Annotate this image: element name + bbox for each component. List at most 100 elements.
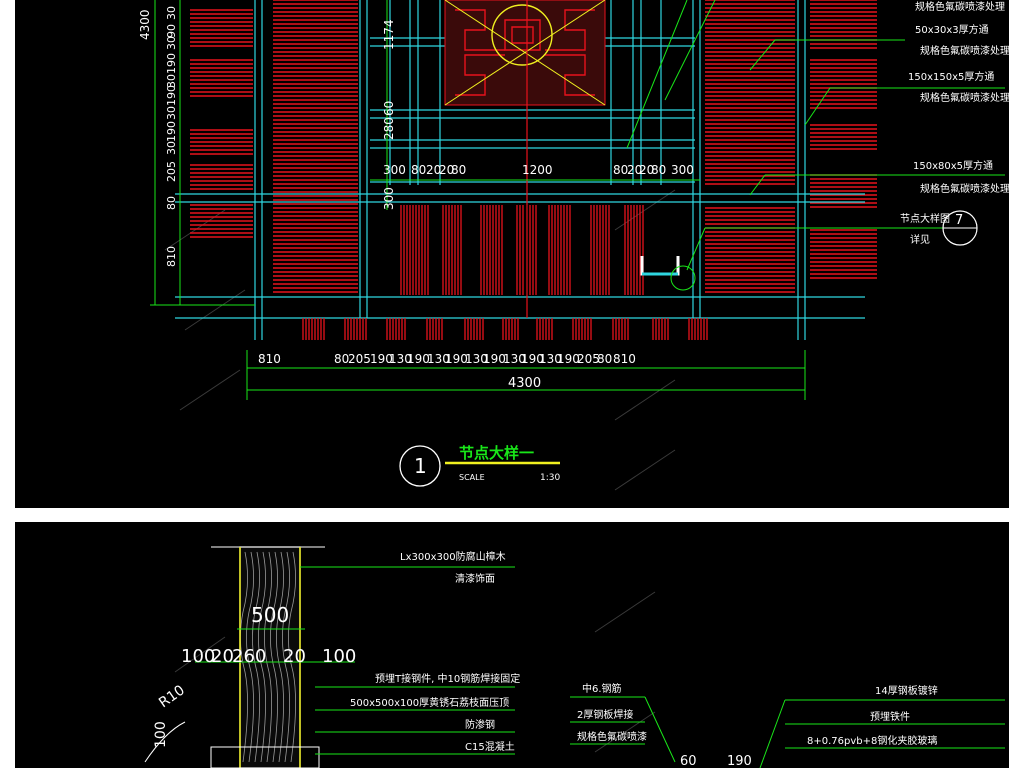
left-dim-label: 30: [165, 6, 178, 20]
dim-280: 280: [382, 117, 396, 140]
title-text: 节点大样一: [459, 444, 534, 462]
note-0: 规格色氟碳喷漆处理: [915, 0, 1005, 13]
left-dim-label: 30: [165, 74, 178, 88]
dim-100-left: 100: [181, 646, 215, 667]
s-note-5: C15混凝土: [465, 740, 515, 753]
bottom-dim-label: 130: [465, 352, 488, 366]
left-dim-label: 30: [165, 36, 178, 50]
dim-h-8: 20: [639, 163, 654, 177]
left-dim-label: 190: [165, 121, 178, 142]
callout-symbol: 7: [942, 210, 978, 246]
s-note-3: 500x500x100厚黄锈石荔枝面压顶: [350, 696, 509, 709]
leader-lines: [626, 0, 1005, 271]
bottom-dim-label: 190: [521, 352, 544, 366]
bottom-dim-label: 80: [334, 352, 349, 366]
left-dim-label: 90: [165, 24, 178, 38]
bottom-dim-label: 190: [370, 352, 393, 366]
left-total-dim: 4300: [138, 9, 152, 40]
title-number: 1: [414, 454, 427, 478]
dim-500: 500: [251, 603, 289, 627]
bottom-dimension-chain: [246, 350, 806, 400]
lattice-line: [504, 19, 541, 51]
dim-h-0: 300: [383, 163, 406, 177]
note-1: 50x30x3厚方通: [915, 23, 989, 36]
inner-dims-horizontal: 300 80 20 20 80 1200 80 20 20 80 300: [370, 163, 700, 181]
s-note-1: 清漆饰面: [455, 572, 495, 585]
note-7: 节点大样图: [900, 212, 950, 225]
lattice-line: [511, 26, 534, 44]
bottom-dim-label: 190: [407, 352, 430, 366]
lattice-line: [455, 54, 505, 96]
radius-label: R10: [156, 682, 188, 711]
s-note-2: 预埋T接钢件, 中10钢筋焊接固定: [375, 672, 520, 685]
dim-h-6: 80: [613, 163, 628, 177]
bottom-dim-label: 80: [597, 352, 612, 366]
section-notes-right: 中6.钢筋 2厚钢板焊接 规格色氟碳喷漆 60 190 14厚钢板镀锌 预埋铁件…: [570, 682, 1005, 768]
lattice-line: [545, 9, 595, 51]
dim-h-10: 300: [671, 163, 694, 177]
r-note-4: 预埋铁件: [870, 710, 910, 723]
lattice-line: [455, 9, 505, 51]
dim-300: 300: [382, 187, 396, 210]
wood-grain-line: [240, 551, 248, 763]
bottom-total-dim: 4300: [508, 376, 541, 391]
bottom-dim-label: 190: [557, 352, 580, 366]
dim-100-vert: 100: [153, 721, 169, 748]
dim-h-3: 20: [439, 163, 454, 177]
scale-label: SCALE: [459, 473, 485, 482]
bottom-dim-label: 205: [348, 352, 371, 366]
section-drawing: 500 100 20 260 20 100 R10 100 Lx300x300防…: [144, 546, 1005, 768]
dim-h-2: 20: [426, 163, 441, 177]
dim-260: 260: [232, 646, 266, 667]
frame-lines: [175, 0, 865, 340]
left-dim-label: 190: [165, 85, 178, 106]
u-bracket: [640, 256, 696, 291]
bottom-dim-label: 205: [577, 352, 600, 366]
bottom-dim-label: 130: [503, 352, 526, 366]
bottom-dim-label: 190: [483, 352, 506, 366]
r-note-5: 8+0.76pvb+8钢化夹胶玻璃: [807, 734, 937, 747]
section-dims: [195, 628, 355, 663]
wood-grain-line: [282, 551, 290, 763]
s-note-0: Lx300x300防腐山樟木: [400, 550, 506, 563]
dim-h-5: 1200: [522, 163, 553, 177]
dim-1174: 1174: [382, 19, 396, 50]
r-note-1: 2厚钢板焊接: [577, 708, 633, 721]
section-leaders: [300, 566, 515, 755]
dim-h-4: 80: [451, 163, 466, 177]
left-hatch-band: [190, 0, 358, 293]
left-dim-label: 30: [165, 106, 178, 120]
callout-number: 7: [955, 213, 963, 228]
wood-grain-line: [270, 551, 278, 763]
lattice-panel: [444, 0, 606, 106]
dim-h-1: 80: [411, 163, 426, 177]
r-note-0: 中6.钢筋: [582, 682, 622, 695]
left-dimension-chain: [150, 0, 255, 306]
wood-grain-line: [276, 551, 284, 763]
bottom-dim-label: 810: [258, 352, 281, 366]
right-notes: 规格色氟碳喷漆处理 50x30x3厚方通 规格色氟碳喷漆处理 150x150x5…: [900, 0, 1009, 246]
left-dim-label: 810: [165, 246, 178, 267]
watermark-marks: [164, 189, 676, 491]
wood-grain-line: [264, 551, 272, 763]
s-note-4: 防渗钢: [465, 718, 495, 731]
note-6: 规格色氟碳喷漆处理: [920, 182, 1009, 195]
dim-h-9: 80: [651, 163, 666, 177]
r-note-3: 14厚钢板镀锌: [875, 684, 938, 697]
wood-grain-line: [258, 551, 266, 763]
note-8: 详见: [910, 233, 930, 246]
wood-grain-line: [288, 551, 296, 763]
title-block: 1 节点大样一 SCALE 1:30: [399, 444, 560, 487]
dim-20-b: 20: [283, 646, 306, 667]
left-dim-label: 80: [165, 196, 178, 210]
inner-dims-vertical: 1174 280 60 300: [382, 0, 396, 210]
timber-column: [210, 546, 325, 768]
lattice-line: [545, 54, 595, 96]
bottom-dim-label: 130: [427, 352, 450, 366]
lower-strip-rows: [302, 205, 708, 340]
watermark-marks: [174, 591, 656, 753]
